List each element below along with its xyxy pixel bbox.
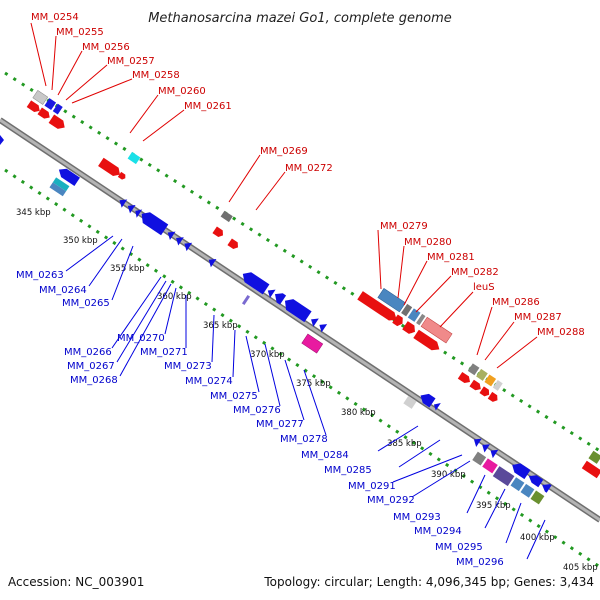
gene-small-a <box>117 171 126 180</box>
gene-mm0271 <box>208 258 217 268</box>
gene-left-edge <box>0 135 4 145</box>
gene-label: MM_0256 <box>82 42 130 53</box>
gene-label: MM_0291 <box>348 481 396 492</box>
gene-label: MM_0267 <box>67 361 115 372</box>
gene-block-273 <box>242 272 328 333</box>
kbp-tick: 350 kbp <box>63 236 98 246</box>
gene-label: MM_0295 <box>435 542 483 553</box>
forward-callouts <box>30 22 538 369</box>
gene-block-263 <box>49 168 80 197</box>
kbp-ticks: 345 kbp 350 kbp 355 kbp 360 kbp 365 kbp … <box>16 208 598 573</box>
gene-label: MM_0292 <box>367 495 415 506</box>
gene-label: MM_0293 <box>393 512 441 523</box>
reverse-labels: MM_0263 MM_0264 MM_0265 MM_0266 MM_0267 … <box>16 270 504 568</box>
outer-track <box>4 71 600 453</box>
gene-label: MM_0277 <box>256 419 304 430</box>
gene-mm0269 <box>220 210 233 223</box>
backbone <box>0 117 600 523</box>
gene-label: MM_0268 <box>70 375 118 386</box>
gene-block-279 <box>357 288 453 351</box>
gene-label: MM_0258 <box>132 70 180 81</box>
gene-label: MM_0264 <box>39 285 87 296</box>
gene-label: MM_0260 <box>158 86 206 97</box>
gene-label: MM_0273 <box>164 361 212 372</box>
reverse-genes <box>0 135 552 505</box>
gene-label: leuS <box>473 282 495 293</box>
gene-label: MM_0279 <box>380 221 428 232</box>
kbp-tick: 355 kbp <box>110 264 145 274</box>
gene-label: MM_0274 <box>185 376 233 387</box>
gene-label: MM_0276 <box>233 405 281 416</box>
gene-block-286 <box>457 363 503 402</box>
map-title: Methanosarcina mazei Go1, complete genom… <box>148 11 452 26</box>
gene-mm0269-b <box>212 226 223 237</box>
gene-label: MM_0265 <box>62 298 110 309</box>
gene-label: MM_0275 <box>210 391 258 402</box>
kbp-tick: 380 kbp <box>341 408 376 418</box>
gene-mm0278 <box>301 333 324 354</box>
gene-label: MM_0286 <box>492 297 540 308</box>
gene-label: MM_0254 <box>31 12 79 23</box>
gene-mm0260 <box>98 157 120 177</box>
kbp-tick: 405 kbp <box>563 563 598 573</box>
gene-label: MM_0272 <box>285 163 333 174</box>
gene-label: MM_0284 <box>301 450 349 461</box>
gene-label: MM_0294 <box>414 526 462 537</box>
gene-label: MM_0263 <box>16 270 64 281</box>
gene-label: MM_0281 <box>427 252 475 263</box>
gene-label: MM_0261 <box>184 101 232 112</box>
kbp-tick: 375 kbp <box>296 379 331 389</box>
gene-label: MM_0255 <box>56 27 104 38</box>
gene-label: MM_0285 <box>324 465 372 476</box>
accession-text: Accession: NC_003901 <box>8 575 144 589</box>
forward-genes <box>26 90 600 479</box>
gene-block-291 <box>472 438 552 505</box>
gene-label: MM_0266 <box>64 347 112 358</box>
gene-label: MM_0296 <box>456 557 504 568</box>
kbp-tick: 400 kbp <box>520 533 555 543</box>
reverse-callouts <box>65 235 546 560</box>
gene-label: MM_0280 <box>404 237 452 248</box>
gene-mm0272 <box>227 238 238 249</box>
kbp-tick: 365 kbp <box>203 321 238 331</box>
gene-label: MM_0287 <box>514 312 562 323</box>
kbp-tick: 345 kbp <box>16 208 51 218</box>
kbp-tick: 395 kbp <box>476 501 511 511</box>
gene-label: MM_0278 <box>280 434 328 445</box>
kbp-tick: 385 kbp <box>387 439 422 449</box>
gene-label: MM_0282 <box>451 267 499 278</box>
gene-label: MM_0271 <box>140 347 188 358</box>
gene-block-254 <box>26 90 65 129</box>
dotted-tracks <box>4 71 600 569</box>
gene-block-265 <box>119 199 193 252</box>
gene-label: MM_0288 <box>537 327 585 338</box>
gene-mm0261 <box>127 151 141 165</box>
gene-label: MM_0257 <box>107 56 155 67</box>
gene-mm0274 <box>241 295 251 305</box>
topology-text: Topology: circular; Length: 4,096,345 bp… <box>263 575 594 589</box>
gene-label: MM_0269 <box>260 146 308 157</box>
forward-labels: MM_0254 MM_0255 MM_0256 MM_0257 MM_0258 … <box>31 12 585 338</box>
gene-block-end <box>581 450 600 479</box>
gene-label: MM_0270 <box>117 333 165 344</box>
gene-block-284 <box>403 393 441 411</box>
